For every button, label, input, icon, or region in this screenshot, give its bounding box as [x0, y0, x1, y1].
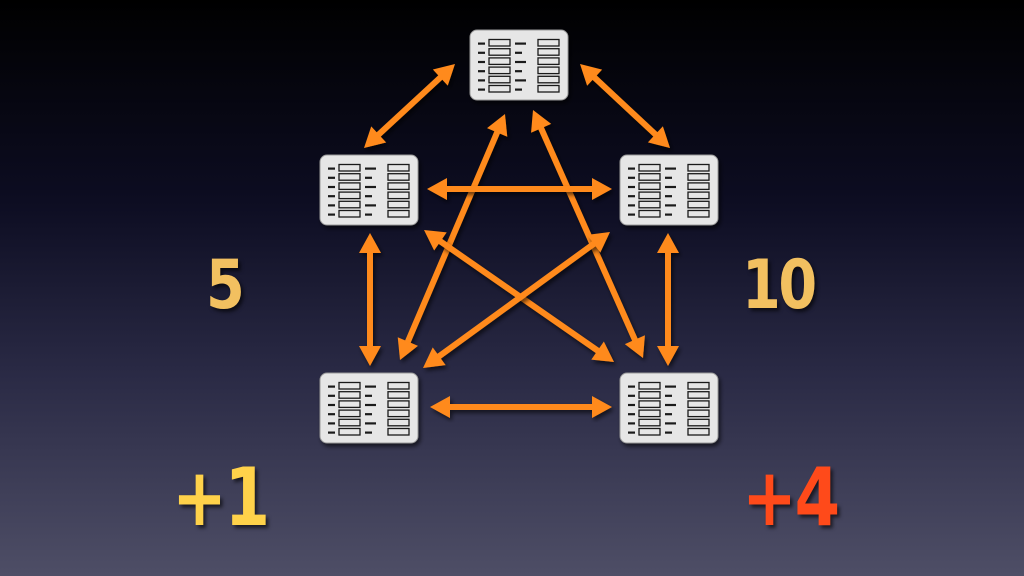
node-upper-right-table-grid-icon	[619, 154, 719, 226]
arrow-top-upper-right	[580, 64, 670, 148]
delta-right: +4	[742, 451, 840, 544]
node-top-table-grid-icon	[469, 29, 569, 101]
arrow-upper-left-lower-left	[359, 233, 381, 366]
node-lower-left-table-grid-icon	[319, 372, 419, 444]
nodes-group	[319, 29, 719, 444]
arrow-upper-right-lower-left	[423, 232, 610, 368]
arrow-lower-left-lower-right	[430, 396, 612, 418]
delta-left: +1	[172, 451, 270, 544]
arrow-top-lower-right	[531, 110, 645, 358]
arrow-top-upper-left	[364, 64, 455, 148]
connection-arrows	[359, 64, 679, 418]
node-lower-right-table-grid-icon	[619, 372, 719, 444]
arrow-top-lower-left	[397, 114, 508, 360]
node-upper-left-table-grid-icon	[319, 154, 419, 226]
arrow-upper-left-upper-right	[427, 178, 612, 200]
arrow-upper-right-lower-right	[657, 233, 679, 366]
node-count-right: 10	[742, 246, 817, 325]
node-count-left: 5	[206, 246, 245, 325]
